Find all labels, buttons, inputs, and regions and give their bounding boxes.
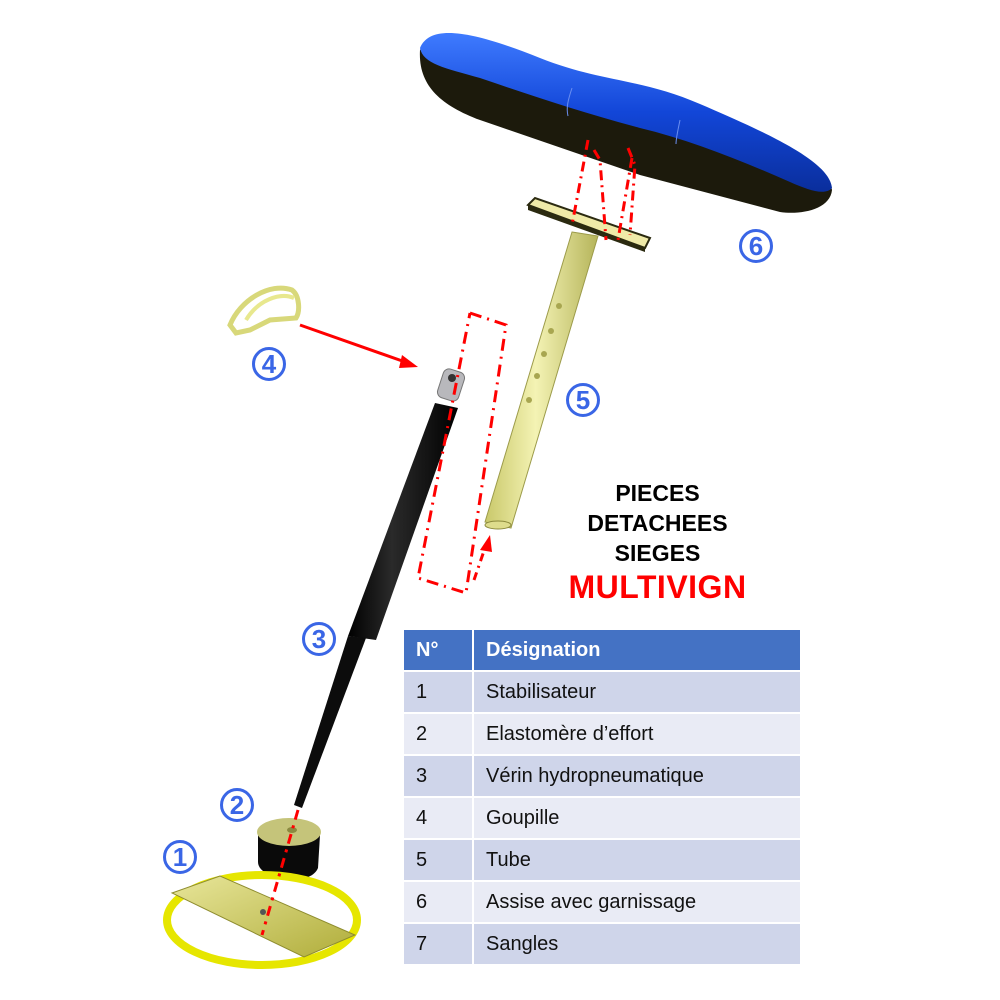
row-number: 2 (404, 714, 472, 754)
tube-mounting-plate (526, 196, 652, 252)
seat-assembly (419, 33, 832, 213)
callout-1: 1 (163, 840, 197, 874)
title-line-2: DETACHEES (587, 510, 728, 536)
table-row: 4 Goupille (404, 798, 800, 838)
tube-part (484, 231, 599, 530)
callout-2: 2 (220, 788, 254, 822)
header-number: N° (404, 630, 472, 670)
row-number: 4 (404, 798, 472, 838)
table-header-row: N° Désignation (404, 630, 800, 670)
row-designation: Vérin hydropneumatique (474, 756, 800, 796)
row-designation: Assise avec garnissage (474, 882, 800, 922)
callout-6: 6 (739, 229, 773, 263)
base-alignment-line (260, 809, 300, 936)
seat-alignment-lines (570, 139, 637, 241)
insert-arrow (472, 535, 492, 581)
title-line-3: SIEGES (614, 540, 701, 566)
row-number: 3 (404, 756, 472, 796)
table-row: 5 Tube (404, 840, 800, 880)
assembly-bracket (416, 311, 508, 595)
pin-arrow (299, 323, 418, 368)
row-number: 6 (404, 882, 472, 922)
row-designation: Stabilisateur (474, 672, 800, 712)
row-number: 1 (404, 672, 472, 712)
title-line-1: PIECES (615, 480, 700, 506)
stabilizer-part (163, 871, 361, 969)
row-designation: Sangles (474, 924, 800, 964)
callout-5: 5 (566, 383, 600, 417)
table-row: 2 Elastomère d’effort (404, 714, 800, 754)
row-number: 7 (404, 924, 472, 964)
callout-3: 3 (302, 622, 336, 656)
row-designation: Goupille (474, 798, 800, 838)
table-row: 6 Assise avec garnissage (404, 882, 800, 922)
row-designation: Elastomère d’effort (474, 714, 800, 754)
pin-part (227, 285, 302, 336)
row-number: 5 (404, 840, 472, 880)
callout-4: 4 (252, 347, 286, 381)
table-row: 7 Sangles (404, 924, 800, 964)
row-designation: Tube (474, 840, 800, 880)
table-row: 1 Stabilisateur (404, 672, 800, 712)
table-row: 3 Vérin hydropneumatique (404, 756, 800, 796)
title-block: PIECES DETACHEES SIEGES MULTIVIGN (540, 478, 775, 606)
parts-table: N° Désignation 1 Stabilisateur 2 Elastom… (402, 628, 802, 966)
elastomer-part (257, 818, 321, 880)
brand-name: MULTIVIGN (568, 569, 747, 605)
header-designation: Désignation (474, 630, 800, 670)
